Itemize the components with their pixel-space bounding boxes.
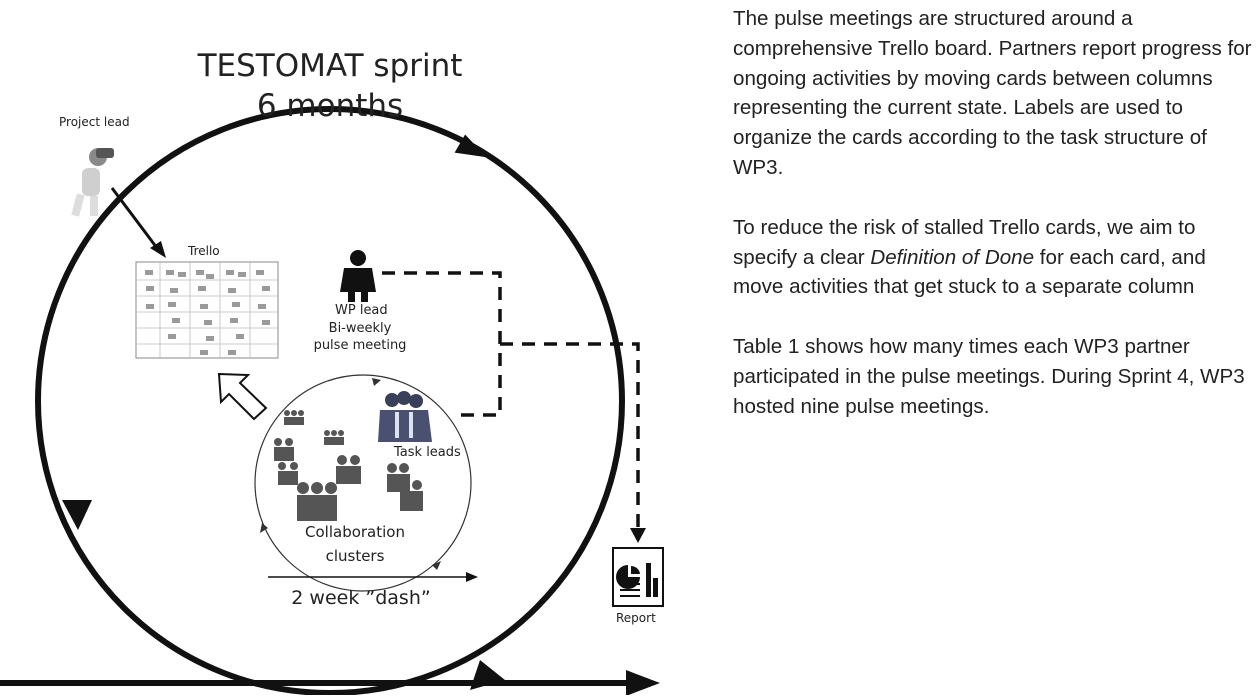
diagram-subtitle: 6 months bbox=[256, 88, 404, 124]
dashed-connectors bbox=[382, 271, 640, 530]
feedback-arrow-icon bbox=[217, 372, 268, 421]
report-icon bbox=[612, 547, 664, 607]
pulse-meeting-label-line1: Bi-weekly bbox=[328, 321, 392, 336]
project-lead-icon bbox=[71, 148, 114, 217]
cycle-arrowhead-top bbox=[454, 134, 487, 158]
sprint-cycle bbox=[35, 106, 625, 696]
dash-timeline-arrow bbox=[268, 572, 478, 582]
trello-label: Trello bbox=[188, 244, 220, 258]
two-week-dash-label: 2 week ”dash” bbox=[291, 587, 431, 609]
project-lead-label: Project lead bbox=[59, 115, 130, 129]
dod-text-end: for each card, and move activities that … bbox=[733, 245, 1206, 299]
paragraph-table-reference: Table 1 shows how many times each WP3 pa… bbox=[733, 335, 1245, 418]
paragraph-trello: The pulse meetings are structured around… bbox=[733, 7, 1252, 179]
lead-to-trello-arrow bbox=[110, 187, 159, 249]
pulse-meeting-label-line2: pulse meeting bbox=[313, 338, 407, 353]
description-text: The pulse meetings are structured around… bbox=[733, 4, 1253, 452]
diagram-title: TESTOMAT sprint bbox=[197, 48, 463, 84]
paragraph-definition-of-done: To reduce the risk of stalled Trello car… bbox=[733, 213, 1253, 302]
dod-emphasis: Definition of Done bbox=[870, 245, 1035, 269]
task-leads-icon bbox=[378, 391, 432, 442]
dod-text-start: To reduce the risk of stalled Trello car… bbox=[733, 215, 1196, 269]
cycle-arrowhead-left bbox=[62, 500, 92, 530]
dash-cycle bbox=[254, 374, 472, 592]
collaboration-clusters-label-line1: Collaboration bbox=[305, 523, 405, 541]
timeline-arrow bbox=[0, 670, 660, 696]
cycle-arrowhead-bottom bbox=[470, 660, 505, 690]
wp-lead-label: WP lead bbox=[335, 303, 388, 318]
report-label: Report bbox=[616, 611, 656, 625]
sprint-diagram: TESTOMAT sprint 6 months Project lead Tr… bbox=[0, 48, 664, 696]
collaboration-people-icon bbox=[274, 410, 423, 521]
wp-lead-icon bbox=[340, 250, 376, 302]
trello-board-icon bbox=[135, 261, 279, 359]
collaboration-clusters-label-line2: clusters bbox=[325, 547, 385, 565]
sprint-diagram-graphic bbox=[0, 106, 664, 696]
task-leads-label: Task leads bbox=[394, 445, 461, 460]
